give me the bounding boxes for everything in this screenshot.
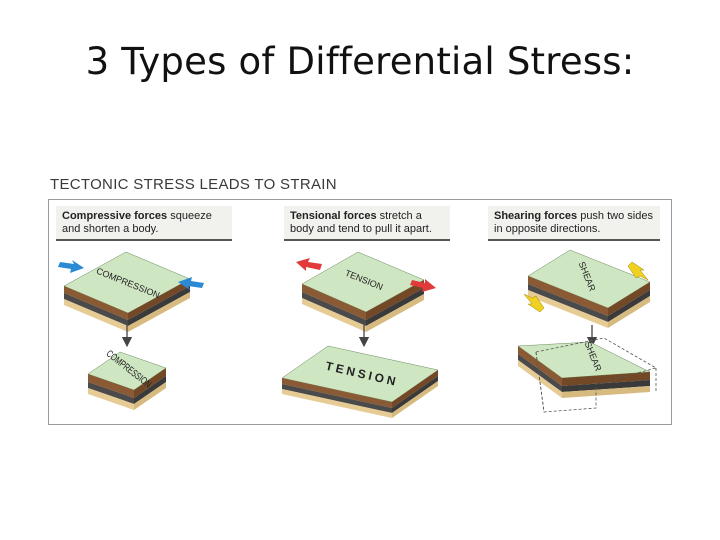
- tension-arrow-left: [296, 258, 322, 271]
- compression-caption: Compressive forces squeeze and shorten a…: [56, 206, 232, 241]
- compression-block-after: COMPRESSION: [87, 348, 167, 410]
- tension-caption: Tensional forces stretch a body and tend…: [284, 206, 450, 241]
- compression-arrow-left: [58, 260, 84, 273]
- caption-bold: Tensional forces: [290, 210, 377, 222]
- caption-bold: Compressive forces: [62, 210, 168, 222]
- shear-block-before: SHEAR: [527, 249, 651, 328]
- shear-block-after: SHEAR: [517, 337, 658, 413]
- slide-title: 3 Types of Differential Stress:: [85, 40, 635, 83]
- tension-arrow-right: [410, 279, 436, 292]
- tension-block-before: TENSION: [301, 251, 425, 332]
- shear-arrow-bottom: [523, 293, 545, 313]
- caption-text: stretch a body and tend to pull it apart…: [290, 210, 432, 235]
- caption-bold: Shearing forces: [494, 210, 578, 222]
- caption-text: squeeze and shorten a body.: [62, 210, 212, 235]
- shear-caption: Shearing forces push two sides in opposi…: [488, 206, 660, 241]
- tension-block-after: TENSION: [281, 345, 439, 418]
- shear-arrow-top: [627, 261, 649, 281]
- compression-block-before: COMPRESSION: [63, 251, 191, 332]
- figure-heading: TECTONIC STRESS LEADS TO STRAIN: [50, 176, 337, 193]
- caption-text: push two sides in opposite directions.: [494, 210, 653, 235]
- compression-arrow-right: [178, 277, 204, 290]
